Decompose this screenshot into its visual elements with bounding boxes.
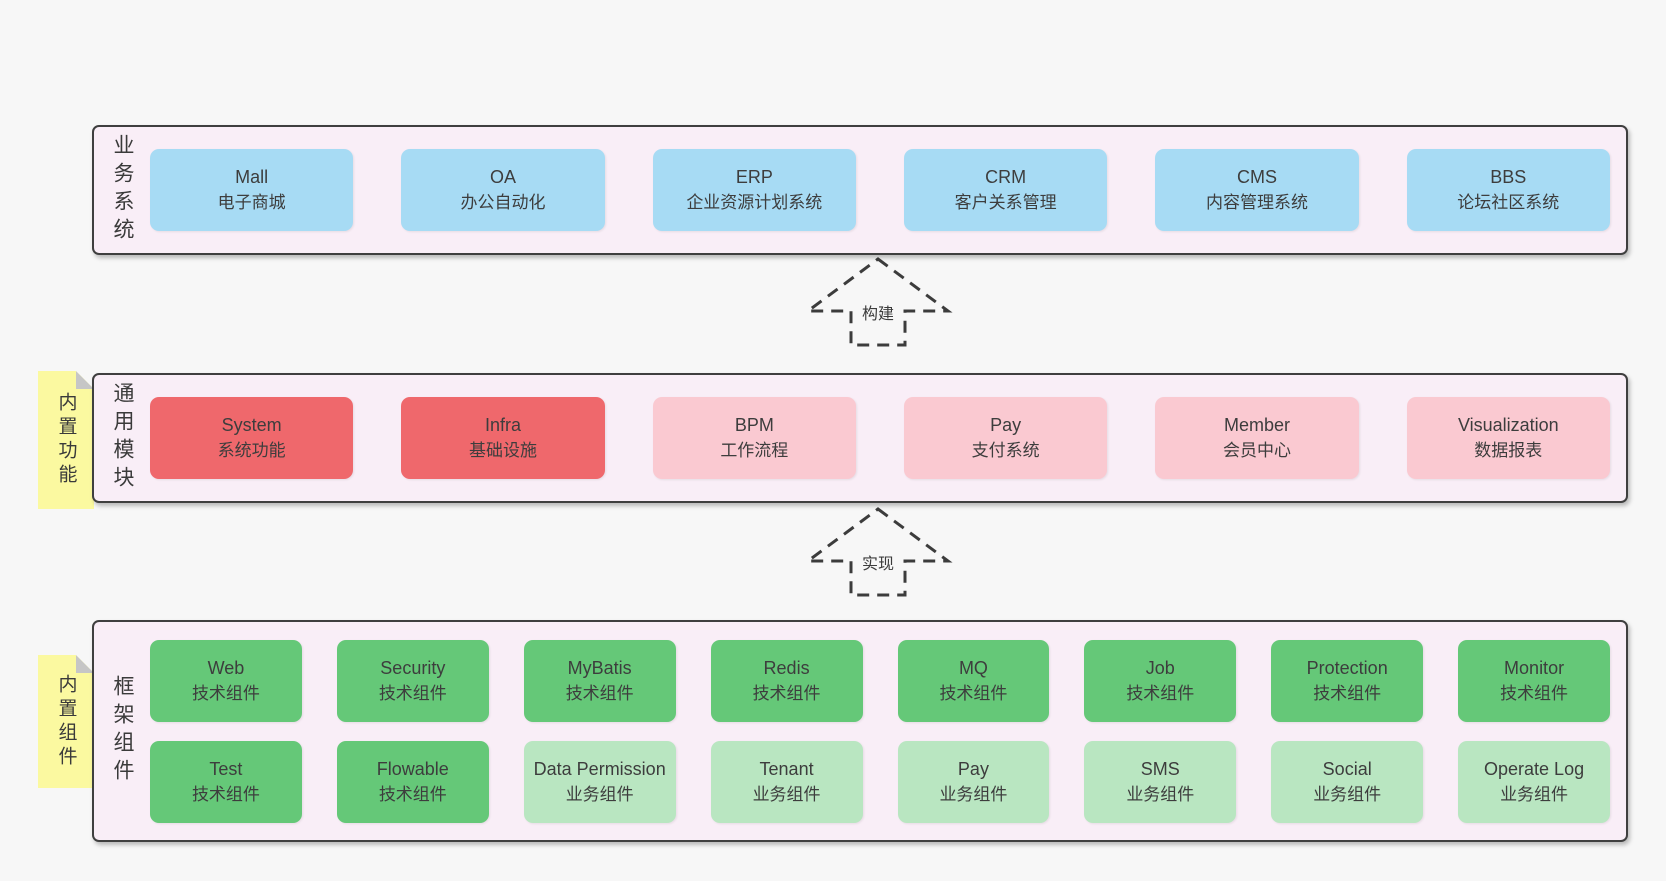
node-social: Social 业务组件 [1271,741,1424,823]
node-job: Job 技术组件 [1084,640,1237,722]
band-framework-components-label: 框架组件 [111,675,134,787]
node-crm: CRM 客户关系管理 [903,149,1108,231]
node-redis: Redis 技术组件 [710,640,863,722]
node-security: Security 技术组件 [336,640,489,722]
node-oa: OA 办公自动化 [401,149,605,231]
band-business-systems-label: 业务系统 [111,134,134,246]
node-member: Member 会员中心 [1155,397,1359,479]
node-infra: Infra 基础设施 [401,397,605,479]
node-tenant: Tenant 业务组件 [710,741,863,823]
node-protection: Protection 技术组件 [1271,640,1424,722]
node-pay-module: Pay 支付系统 [903,397,1108,479]
arrow-implement: 实现 [798,506,958,598]
node-cms: CMS 内容管理系统 [1155,149,1359,231]
node-pay-component: Pay 业务组件 [897,741,1050,823]
dashed-up-arrow-icon [803,257,953,347]
node-test: Test 技术组件 [150,741,302,823]
node-mall: Mall 电子商城 [150,149,354,231]
node-operate-log: Operate Log 业务组件 [1458,741,1610,823]
node-sms: SMS 业务组件 [1084,741,1237,823]
node-erp: ERP 企业资源计划系统 [652,149,856,231]
arrow-build: 构建 [798,256,958,348]
sticky-label: 内置组件 [55,673,77,770]
node-flowable: Flowable 技术组件 [336,741,489,823]
node-data-permission: Data Permission 业务组件 [523,741,676,823]
node-web: Web 技术组件 [150,640,302,722]
node-bbs: BBS 论坛社区系统 [1406,149,1610,231]
sticky-label: 内置功能 [55,392,77,488]
band-framework-components: 框架组件 Web 技术组件 Security 技术组件 MyBatis 技术组件… [92,620,1628,842]
node-bpm: BPM 工作流程 [652,397,856,479]
band-common-modules-label: 通用模块 [111,382,134,494]
node-visualization: Visualization 数据报表 [1406,397,1610,479]
node-mybatis: MyBatis 技术组件 [523,640,676,722]
node-monitor: Monitor 技术组件 [1458,640,1610,722]
arrow-build-label: 构建 [859,305,896,324]
sticky-built-in-features: 内置功能 [38,371,94,509]
arrow-implement-label: 实现 [859,555,896,574]
band-business-systems: 业务系统 Mall 电子商城 OA 办公自动化 ERP 企业资源计划系统 CRM… [92,125,1628,255]
dashed-up-arrow-icon [803,507,953,597]
sticky-built-in-components: 内置组件 [38,655,94,788]
node-mq: MQ 技术组件 [897,640,1050,722]
band-common-modules: 通用模块 System 系统功能 Infra 基础设施 BPM 工作流程 Pay… [92,373,1628,503]
node-system: System 系统功能 [150,397,354,479]
